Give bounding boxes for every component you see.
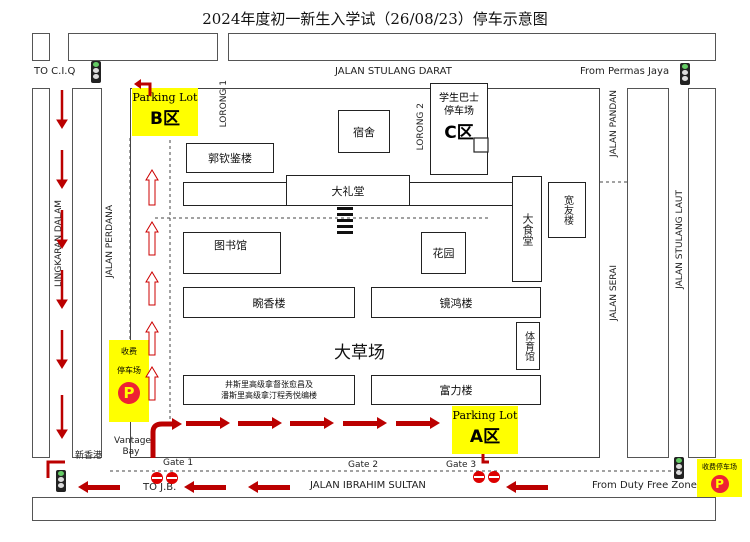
gate-1-label: Gate 1 <box>163 458 194 468</box>
building-row-left <box>183 182 287 206</box>
turn-arrow <box>150 421 172 458</box>
gate-3-label: Gate 3 <box>446 460 477 470</box>
paid-parking-left-text2: 停车场 <box>117 366 141 375</box>
parking-a-label: Parking Lot <box>452 409 518 422</box>
building-canteen: 大食堂 <box>512 176 542 282</box>
block-left-inner <box>72 88 102 458</box>
hollow-up-arrow <box>145 366 159 401</box>
paid-parking-right: 收费停车场 P <box>697 459 742 497</box>
page-title: 2024年度初一新生入学试（26/08/23）停车示意图 <box>202 10 548 28</box>
no-entry-icon <box>151 472 178 484</box>
field-label: 大草场 <box>334 343 385 363</box>
parking-lot-a: Parking Lot A区 <box>452 406 518 454</box>
route-arrow <box>88 485 120 490</box>
to-ciq-label: TO C.I.Q <box>34 66 76 77</box>
route-arrow <box>186 421 220 426</box>
traffic-light-icon <box>674 457 684 479</box>
ibrahim-sultan-label: JALAN IBRAHIM SULTAN <box>310 480 426 491</box>
building-garden: 花园 <box>421 232 466 274</box>
hollow-up-arrow <box>145 321 159 356</box>
paid-parking-right-text: 收费停车场 <box>702 463 737 471</box>
parking-a-zone: A区 <box>469 427 501 447</box>
route-arrow <box>258 485 290 490</box>
building-library: 图书馆 <box>183 232 281 274</box>
building-gym: 体育馆 <box>516 322 540 370</box>
block-top-mid <box>68 33 218 61</box>
gate-2-label: Gate 2 <box>348 460 379 470</box>
building-jinsi: 井斯里高级拿督张愈昌及 潘斯里高级拿汀程秀悦编楼 <box>183 375 355 405</box>
stulang-darat-label: JALAN STULANG DARAT <box>335 66 452 77</box>
xin-xiang-gang-label: 新香港 <box>75 451 103 461</box>
route-arrow <box>290 421 324 426</box>
building-wanxiang: 畹香楼 <box>183 287 355 318</box>
parking-b-zone: B区 <box>150 109 180 129</box>
building-jinsi-line2: 潘斯里高级拿汀程秀悦编楼 <box>221 391 317 400</box>
traffic-light-icon <box>91 61 101 83</box>
block-right-serai <box>627 88 669 458</box>
traffic-light-icon <box>56 470 66 492</box>
block-top-left <box>32 33 50 61</box>
to-jb-label: TO J.B. <box>143 482 177 493</box>
paid-parking-left-text: 收费 <box>121 347 137 356</box>
hollow-up-arrow <box>145 169 159 206</box>
turn-arrow <box>140 82 152 96</box>
building-kuanyou: 宽友楼 <box>548 182 586 238</box>
building-row-right <box>409 182 514 206</box>
from-permas-label: From Permas Jaya <box>580 66 670 77</box>
hollow-up-arrow <box>145 221 159 256</box>
building-guo: 郭钦鉴楼 <box>186 143 274 173</box>
route-arrow <box>396 421 430 426</box>
lingkaran-dalam-block <box>32 88 50 458</box>
traffic-light-icon <box>680 63 690 85</box>
hollow-up-arrow <box>145 271 159 306</box>
block-right-outer <box>688 88 716 458</box>
building-dorm: 宿舍 <box>338 110 390 153</box>
from-duty-free-label: From Duty Free Zone <box>592 480 697 491</box>
building-jinghong: 镜鸿楼 <box>371 287 541 318</box>
route-arrow <box>238 421 272 426</box>
block-bottom <box>32 497 716 521</box>
route-arrow <box>516 485 548 490</box>
route-arrow <box>343 421 377 426</box>
parking-p-icon: P <box>118 382 140 404</box>
parking-c-zone: C区 <box>444 123 474 143</box>
vantage-bay-label: Vantage Bay <box>114 436 151 457</box>
block-top-right <box>228 33 716 61</box>
no-entry-icon <box>473 471 500 483</box>
paid-parking-left: 收费 停车场 P <box>109 340 149 422</box>
parking-c-title: 学生巴士停车场 <box>439 93 479 117</box>
building-jinsi-line1: 井斯里高级拿督张愈昌及 <box>225 380 313 389</box>
parking-lot-c: 学生巴士停车场 C区 <box>430 83 488 175</box>
building-hall: 大礼堂 <box>286 175 410 206</box>
route-arrow <box>194 485 226 490</box>
building-fuli: 富力楼 <box>371 375 541 405</box>
parking-p-icon: P <box>710 475 729 493</box>
